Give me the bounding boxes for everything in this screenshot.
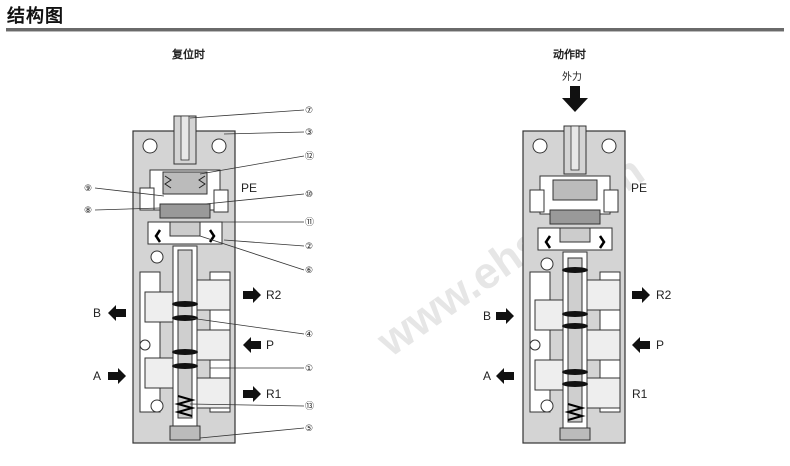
left-port-r1-label: R1 — [266, 387, 282, 401]
callout-1: ① — [305, 364, 313, 374]
callout-7: ⑦ — [305, 106, 313, 116]
right-port-b-label: B — [483, 309, 491, 323]
external-force-arrow — [562, 86, 588, 112]
left-port-a-label: A — [93, 369, 101, 383]
callout-4: ④ — [305, 330, 313, 340]
callout-3: ③ — [305, 128, 313, 138]
right-port-p-label: P — [656, 338, 664, 352]
right-port-a-label: A — [483, 369, 491, 383]
callout-12: ⑫ — [305, 151, 314, 162]
left-port-pe-label: PE — [241, 181, 257, 195]
left-callouts: ⑦ ③ ⑫ ⑨ ⑧ ⑩ ⑪ ② ⑥ ④ ① ⑬ ⑤ — [84, 106, 314, 434]
title-divider — [6, 28, 784, 31]
callout-13: ⑬ — [305, 401, 314, 412]
callout-5: ⑤ — [305, 424, 313, 434]
external-force-label: 外力 — [562, 70, 582, 83]
reset-state-caption: 复位时 — [172, 48, 205, 61]
left-port-p-label: P — [266, 338, 274, 352]
left-port-r2-label: R2 — [266, 288, 282, 302]
right-valve-body — [522, 125, 626, 444]
right-port-r1-label: R1 — [632, 387, 648, 401]
callout-11: ⑪ — [305, 217, 314, 228]
callout-9: ⑨ — [84, 184, 92, 194]
right-port-r2-label: R2 — [656, 288, 672, 302]
callout-10: ⑩ — [305, 190, 313, 200]
section-title: 结构图 — [7, 6, 64, 27]
left-port-b-label: B — [93, 306, 101, 320]
left-valve-body — [132, 115, 236, 444]
callout-2: ② — [305, 242, 313, 252]
callout-8: ⑧ — [84, 206, 92, 216]
right-port-pe-label: PE — [631, 181, 647, 195]
title-divider-shadow — [6, 31, 784, 32]
callout-6: ⑥ — [305, 266, 313, 276]
actuated-state-caption: 动作时 — [553, 48, 586, 61]
